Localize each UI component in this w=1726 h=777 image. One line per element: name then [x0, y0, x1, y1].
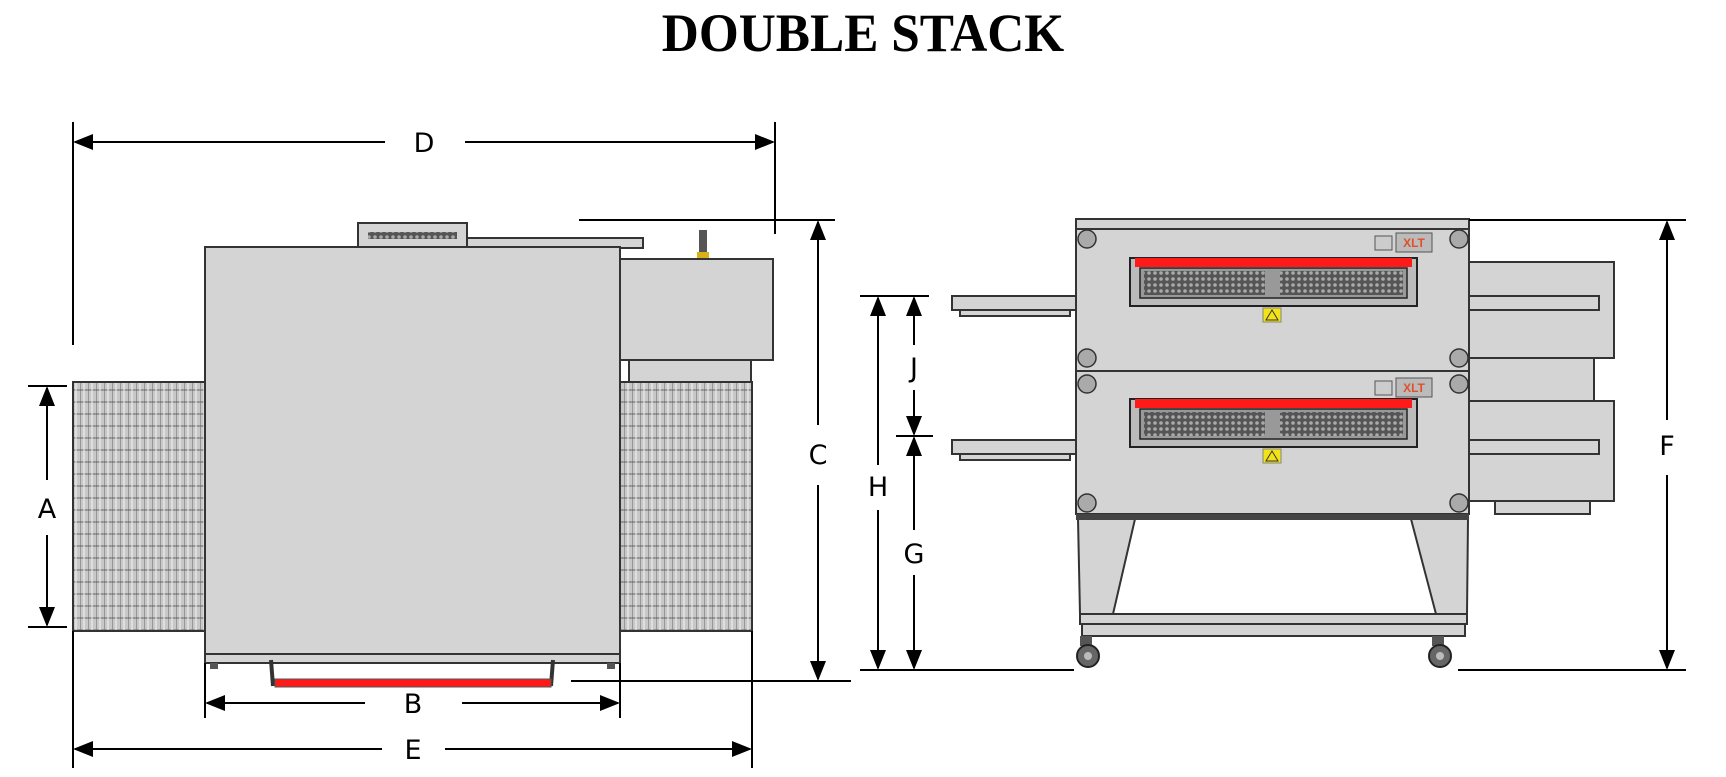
bolt-icons: [1077, 229, 1469, 513]
upper-red-handle: [1135, 258, 1412, 267]
lower-window: [1129, 398, 1418, 448]
dimension-label-b: B: [404, 689, 423, 720]
conveyor-upper-left: [951, 295, 1077, 311]
control-box: [619, 258, 774, 361]
diagram-title: DOUBLE STACK: [661, 3, 1065, 63]
top-view: D C A: [28, 122, 851, 768]
dimension-label-h: H: [868, 472, 888, 503]
conveyor-lower-left: [951, 439, 1077, 455]
lower-red-handle: [1135, 399, 1412, 408]
dimension-label-d: D: [414, 128, 435, 159]
svg-text:XLT: XLT: [1403, 381, 1425, 395]
dimension-label-f: F: [1659, 431, 1675, 462]
front-handle: [274, 678, 552, 688]
right-conveyor: [619, 381, 753, 632]
dimension-label-g: G: [904, 539, 925, 570]
right-leg: [1409, 518, 1470, 615]
dimension-label-c: C: [809, 440, 828, 471]
oven-body-top: [204, 246, 621, 655]
caster-icon: [1076, 636, 1100, 668]
stand-bar: [1079, 613, 1468, 625]
warning-icon: [1262, 307, 1282, 323]
dimension-label-e: E: [404, 735, 421, 766]
front-view: XLT XLT F H: [860, 218, 1686, 671]
warning-icon: [1262, 448, 1282, 464]
caster-icon: [1428, 636, 1452, 668]
upper-window: [1129, 257, 1418, 307]
plug-icon: [699, 230, 707, 252]
xlt-logo: XLT: [1374, 377, 1433, 398]
dimension-label-j: J: [908, 353, 918, 384]
left-leg: [1076, 518, 1137, 615]
dimension-label-a: A: [38, 494, 57, 525]
svg-text:XLT: XLT: [1403, 236, 1425, 250]
left-conveyor: [72, 381, 206, 632]
xlt-logo: XLT: [1374, 232, 1433, 253]
